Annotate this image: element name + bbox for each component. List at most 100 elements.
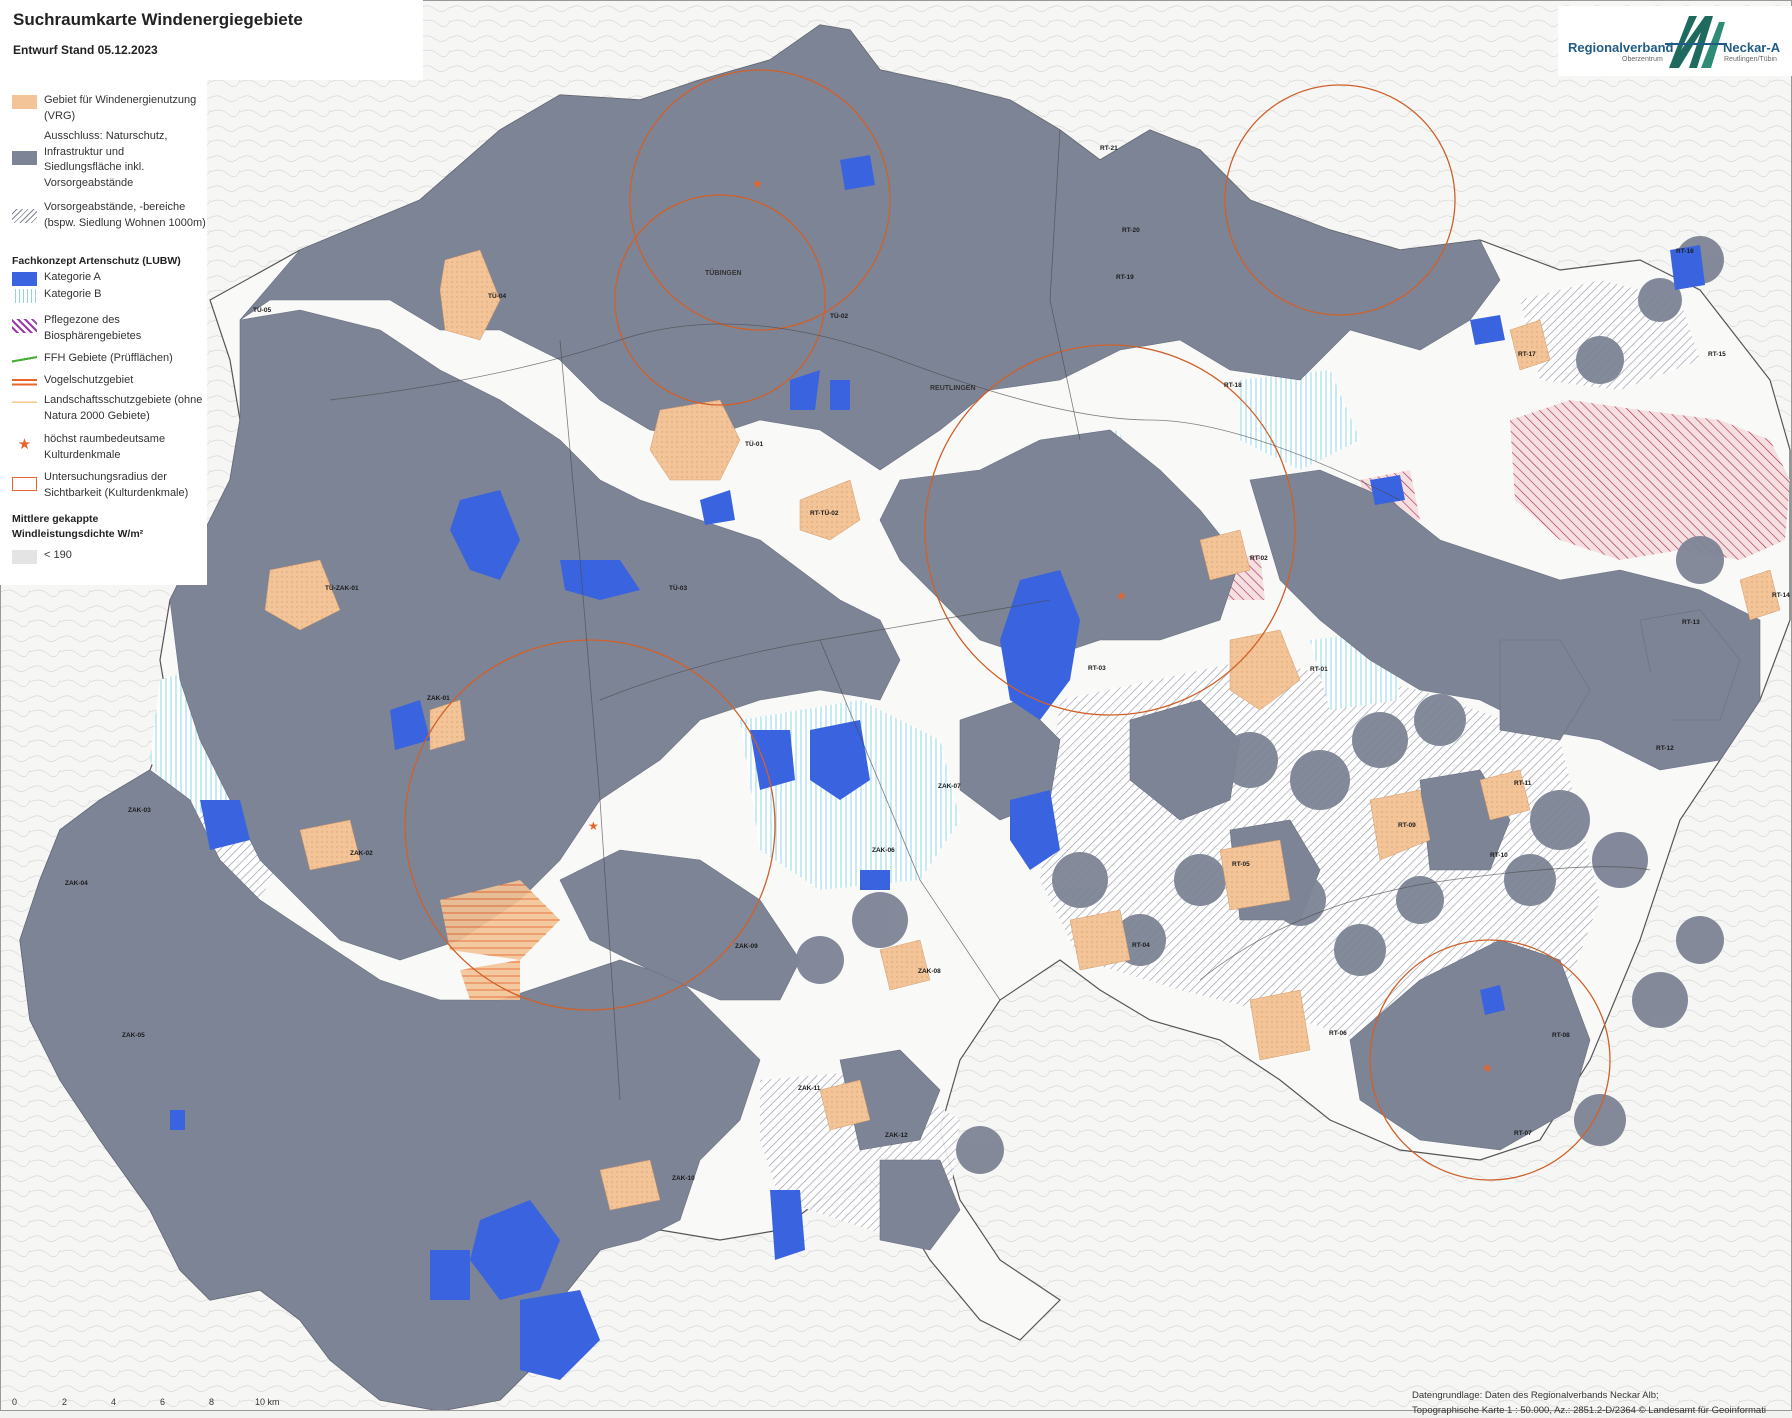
label-zak-05: ZAK-05: [122, 1032, 145, 1039]
area-labels: TÜ-04 TÜ-05 TÜ-02 TÜ-01 TÜ-03 TÜ-ZAK-01 …: [65, 145, 1790, 1182]
label-rt-11: RT-11: [1514, 780, 1532, 787]
legend-item-ffh: FFH Gebiete (Prüfflächen): [12, 351, 173, 367]
label-reutlingen: REUTLINGEN: [930, 385, 976, 392]
label-tu-01: TÜ-01: [745, 439, 763, 448]
logo-name-left: Regionalverband: [1568, 40, 1674, 55]
vrg-swatch: [12, 95, 37, 109]
label-zak-10: ZAK-10: [672, 1175, 695, 1182]
legend-label-cat-b: Kategorie B: [44, 288, 102, 300]
legend-label-exclusion: Ausschluss: Naturschutz, Infrastruktur u…: [44, 130, 168, 189]
label-rt-08: RT-08: [1552, 1032, 1570, 1039]
label-tu-02: TÜ-02: [830, 311, 848, 320]
monument-star-icon: ★: [17, 436, 32, 453]
label-tu-05: TÜ-05: [253, 305, 271, 314]
logo-name-right: Neckar-A: [1723, 40, 1781, 55]
label-rt-17: RT-17: [1518, 351, 1536, 358]
label-zak-09: ZAK-09: [735, 943, 758, 950]
legend-panel: Gebiet für Windenergienutzung (VRG) Auss…: [0, 80, 207, 585]
legend-label-biosphere: Pflegezone des Biosphärengebietes: [44, 314, 142, 342]
label-tu-zak-01: TÜ-ZAK-01: [325, 583, 359, 592]
label-rt-07: RT-07: [1514, 1130, 1532, 1137]
label-rt-15: RT-15: [1708, 351, 1726, 358]
legend-heading-wind: Mittlere gekappte Windleistungsdichte W/…: [12, 513, 144, 540]
legend-item-wind: < 190: [12, 548, 72, 564]
label-zak-02: ZAK-02: [350, 850, 373, 857]
legend-item-vrg: Gebiet für Windenergienutzung (VRG): [12, 93, 204, 124]
map-title: Suchraumkarte Windenergiegebiete: [13, 10, 303, 29]
label-tu-03: TÜ-03: [669, 583, 687, 592]
exclusion-areas: [19, 24, 1761, 1411]
label-rt-14: RT-14: [1772, 592, 1790, 599]
label-rt-01: RT-01: [1310, 666, 1328, 673]
logo-sub-right: Reutlingen/Tübin: [1724, 56, 1777, 63]
label-tuebingen: TÜBINGEN: [705, 268, 742, 277]
legend-label-ffh: FFH Gebiete (Prüfflächen): [44, 352, 173, 364]
monument-markers: ★ ★ ★ ★: [588, 177, 1493, 1075]
regionalverband-logo: Regionalverband Neckar-A Oberzentrum Reu…: [1558, 6, 1792, 76]
label-rt-09: RT-09: [1398, 822, 1416, 829]
monument-star: ★: [1482, 1061, 1493, 1075]
ffh-swatch: [12, 353, 37, 367]
scale-tick-0: 0: [12, 1397, 18, 1407]
legend-label-vrg: Gebiet für Windenergienutzung (VRG): [44, 94, 197, 122]
exclusion-swatch: [12, 151, 37, 165]
scale-tick-2: 2: [62, 1397, 68, 1407]
source-line-1: Datengrundlage: Daten des Regionalverban…: [1412, 1390, 1659, 1401]
biosphere-swatch: [12, 319, 37, 333]
label-rt-16: RT-16: [1676, 248, 1694, 255]
legend-item-biosphere: Pflegezone des Biosphärengebietes: [12, 313, 194, 344]
label-zak-11: ZAK-11: [798, 1085, 821, 1092]
legend-item-landscape: Landschaftsschutzgebiete (ohne Natura 20…: [12, 393, 204, 424]
map-subtitle: Entwurf Stand 05.12.2023: [13, 43, 158, 57]
label-zak-08: ZAK-08: [918, 968, 941, 975]
label-rt-05: RT-05: [1232, 861, 1250, 868]
legend-label-monuments: höchst raumbedeutsame Kulturdenkmale: [44, 433, 166, 461]
legend-item-exclusion: Ausschluss: Naturschutz, Infrastruktur u…: [12, 129, 194, 191]
label-zak-03: ZAK-03: [128, 807, 151, 814]
label-zak-07: ZAK-07: [938, 783, 961, 790]
label-zak-01: ZAK-01: [427, 695, 450, 702]
legend-label-bird: Vogelschutzgebiet: [44, 374, 134, 386]
scale-tick-10: 10 km: [255, 1397, 280, 1407]
legend-label-wind: < 190: [44, 549, 72, 561]
legend-label-landscape: Landschaftsschutzgebiete (ohne Natura 20…: [44, 394, 203, 422]
label-rt-18: RT-18: [1224, 382, 1242, 389]
visibility-radius-circles: [404, 69, 1611, 1181]
label-rt-21: RT-21: [1100, 145, 1118, 152]
label-rt-13: RT-13: [1682, 619, 1700, 626]
legend-item-buffer: Vorsorgeabstände, -bereiche (bspw. Siedl…: [12, 200, 206, 231]
buffer-swatch: [12, 209, 37, 223]
wind-swatch: [12, 550, 37, 564]
road-network: [329, 129, 1651, 1101]
scale-tick-4: 4: [111, 1397, 117, 1407]
label-rt-10: RT-10: [1490, 852, 1508, 859]
legend-item-cat-b: Kategorie B: [12, 287, 101, 303]
legend-label-cat-a: Kategorie A: [44, 271, 101, 283]
label-rt-tu-02: RT-TÜ-02: [810, 508, 839, 517]
label-rt-03: RT-03: [1088, 665, 1106, 672]
legend-item-bird: Vogelschutzgebiet: [12, 373, 133, 389]
radius-swatch: [12, 477, 37, 491]
label-tu-04: TÜ-04: [488, 291, 506, 300]
logo-sub-left: Oberzentrum: [1622, 56, 1663, 63]
legend-heading-species: Fachkonzept Artenschutz (LUBW): [12, 255, 181, 267]
label-rt-02: RT-02: [1250, 555, 1268, 562]
scale-tick-6: 6: [160, 1397, 166, 1407]
data-source-note: Datengrundlage: Daten des Regionalverban…: [1412, 1388, 1766, 1418]
label-zak-12: ZAK-12: [885, 1132, 908, 1139]
label-rt-19: RT-19: [1116, 274, 1134, 281]
label-zak-06: ZAK-06: [872, 847, 895, 854]
legend-item-cat-a: Kategorie A: [12, 270, 101, 286]
monument-star: ★: [588, 819, 599, 833]
legend-label-radius: Untersuchungsradius der Sichtbarkeit (Ku…: [44, 471, 189, 499]
label-zak-04: ZAK-04: [65, 880, 88, 887]
legend-item-radius: Untersuchungsradius der Sichtbarkeit (Ku…: [12, 470, 214, 501]
label-rt-20: RT-20: [1122, 227, 1140, 234]
cat-a-swatch: [12, 272, 37, 286]
monument-star: ★: [1116, 589, 1127, 603]
title-panel: Suchraumkarte Windenergiegebiete Entwurf…: [0, 0, 423, 80]
label-rt-04: RT-04: [1132, 942, 1150, 949]
monument-star: ★: [752, 177, 763, 191]
landscape-swatch: [12, 395, 37, 409]
